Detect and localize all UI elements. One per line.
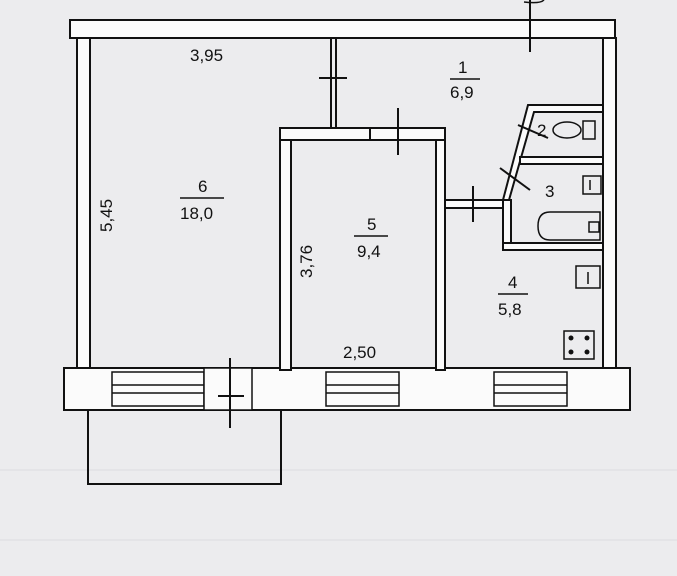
hall-wall	[444, 199, 506, 209]
room-label-4: 4 5,8	[498, 273, 528, 319]
room-label-2: 2	[537, 121, 546, 140]
balcony-door	[203, 358, 253, 428]
svg-text:4: 4	[508, 273, 517, 292]
svg-text:1: 1	[458, 58, 467, 77]
bathtub-icon	[537, 211, 601, 241]
dimension-left-height: 5,45	[97, 199, 116, 232]
svg-text:6,9: 6,9	[450, 83, 474, 102]
entrance-door	[515, 0, 545, 52]
bathroom-walls	[499, 104, 604, 251]
window	[325, 371, 400, 407]
room-label-6: 6 18,0	[180, 177, 224, 223]
kitchen-sink-icon	[575, 265, 601, 289]
room-label-3: 3	[545, 182, 554, 201]
dimension-top-width: 3,95	[190, 46, 223, 65]
window	[111, 371, 205, 407]
svg-text:5: 5	[367, 215, 376, 234]
stove-icon	[563, 330, 595, 360]
door-mark	[517, 124, 549, 139]
dimension-room5-width: 2,50	[343, 343, 376, 362]
svg-text:5,8: 5,8	[498, 300, 522, 319]
window	[493, 371, 568, 407]
room-5-walls	[279, 108, 446, 371]
sink-icon	[582, 175, 602, 195]
svg-text:9,4: 9,4	[357, 242, 381, 261]
toilet-icon	[552, 120, 596, 140]
room-label-5: 5 9,4	[354, 215, 388, 261]
door-mark	[499, 167, 531, 191]
dimension-room5-height: 3,76	[297, 245, 316, 278]
svg-text:18,0: 18,0	[180, 204, 213, 223]
svg-text:6: 6	[198, 177, 207, 196]
room-label-1: 1 6,9	[450, 58, 480, 102]
